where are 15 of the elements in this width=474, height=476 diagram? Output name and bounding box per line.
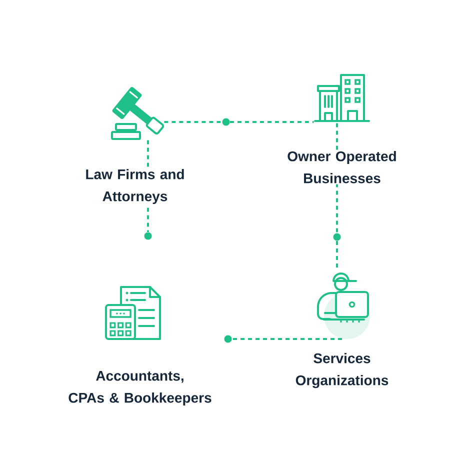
office-buildings-icon [314,74,370,122]
node-label: Accountants, CPAs & Bookkeepers [64,370,216,407]
dot [333,233,341,241]
dot [224,335,232,343]
connector-line [230,121,314,123]
node-label: Services Organizations [291,352,393,390]
node-label: Owner Operated Businesses [280,150,404,184]
dot [222,118,230,126]
connector-line [232,338,342,340]
person-laptop-icon [317,272,370,339]
gavel-icon [111,86,164,140]
connector-line [164,121,222,123]
node-label: Law Firms and Attorneys [82,168,188,206]
dot [144,232,152,240]
calculator-document-icon [105,286,161,340]
